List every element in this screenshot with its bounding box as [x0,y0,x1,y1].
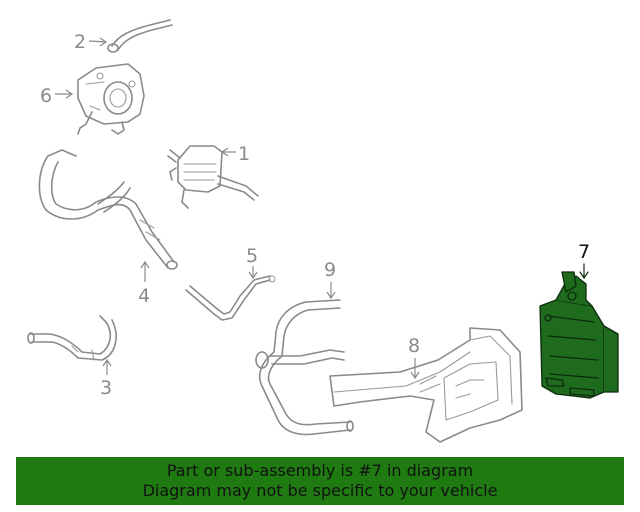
part-1-oil-cooler[interactable] [167,145,259,209]
svg-text:8: 8 [408,335,420,357]
part-6-thermostat-housing[interactable] [77,63,145,135]
part-8-duct[interactable] [329,327,523,443]
callout-3: 3 [100,358,112,399]
part-2-hose[interactable] [107,19,173,53]
part-4-hose-assembly[interactable] [38,149,178,270]
callout-5: 5 [246,245,258,280]
svg-text:6: 6 [40,85,52,107]
banner-line-1: Part or sub-assembly is #7 in diagram [166,461,474,480]
callout-4: 4 [138,260,150,307]
callout-8: 8 [408,335,420,380]
svg-text:1: 1 [238,143,250,165]
callout-9: 9 [324,259,336,300]
part-3-hose[interactable] [27,315,117,361]
info-banner: Part or sub-assembly is #7 in diagram Di… [16,457,624,505]
callout-6: 6 [40,85,74,107]
part-5-tube[interactable] [185,275,276,321]
svg-text:9: 9 [324,259,336,281]
callout-1: 1 [220,143,250,165]
callout-7: 7 [578,241,590,280]
svg-text:3: 3 [100,377,112,399]
part-9-hose[interactable] [255,299,354,436]
svg-text:4: 4 [138,285,150,307]
svg-text:5: 5 [246,245,258,267]
callout-2: 2 [74,31,108,53]
parts-diagram: 2 6 1 [27,19,619,443]
banner-line-2: Diagram may not be specific to your vehi… [142,481,498,500]
part-7-highlighted[interactable] [539,271,619,399]
svg-text:2: 2 [74,31,86,53]
svg-text:7: 7 [578,241,590,263]
